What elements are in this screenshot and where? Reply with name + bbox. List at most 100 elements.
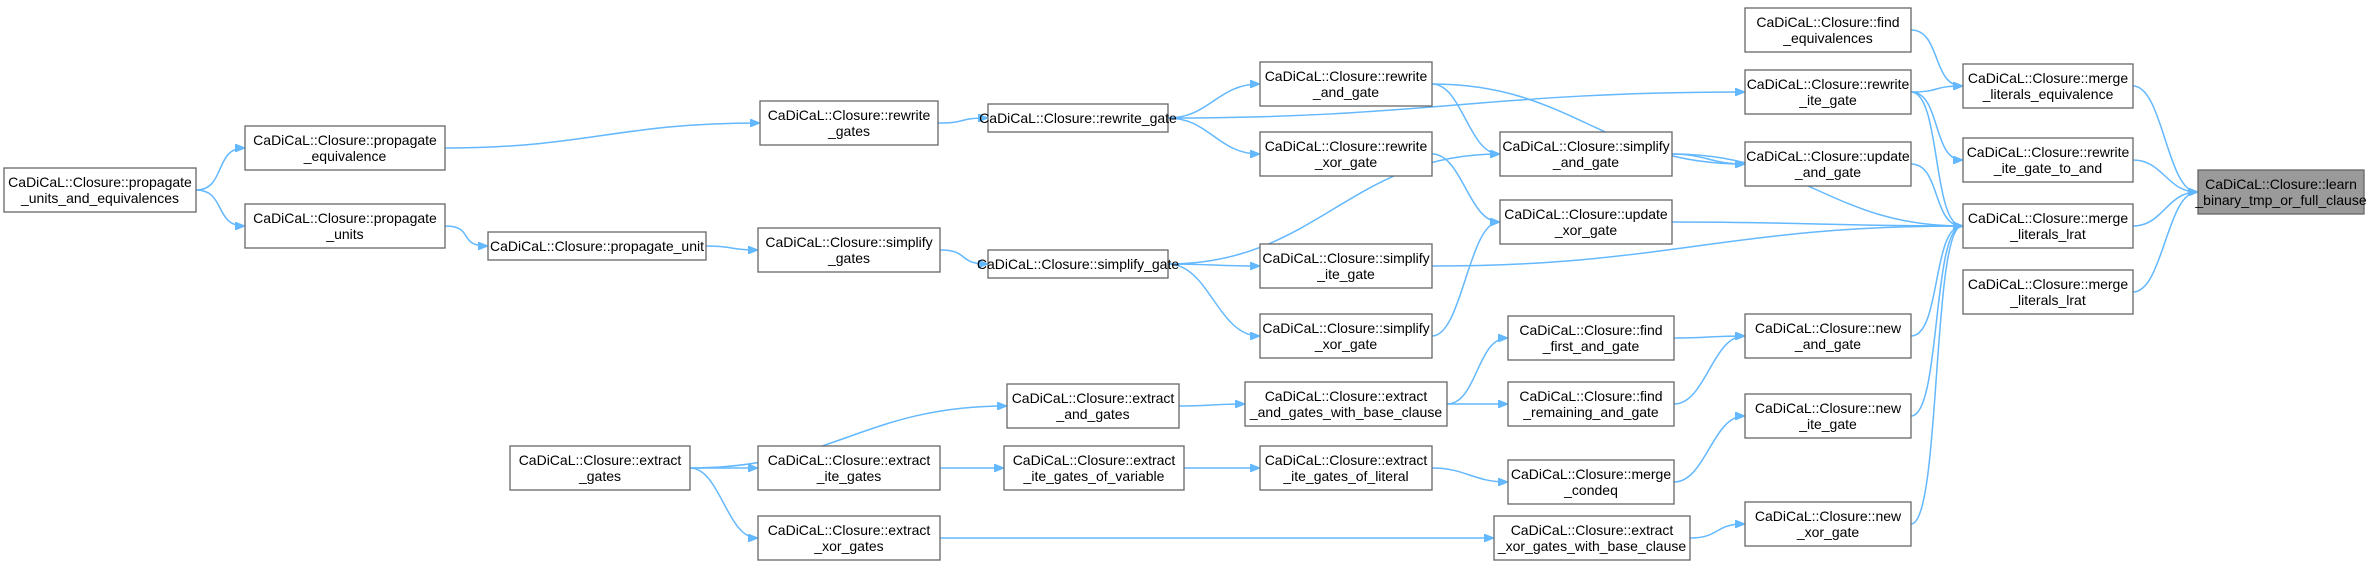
root-function-node[interactable]: CaDiCaL::Closure::learn_binary_tmp_or_fu…	[2194, 169, 2367, 215]
node-label-line: CaDiCaL::Closure::rewrite_gate	[979, 110, 1177, 126]
node-label-line: _gates	[827, 250, 870, 266]
node-box	[2197, 169, 2365, 215]
node-label-line: CaDiCaL::Closure::merge	[1511, 466, 1671, 482]
edge-n26-to-n24	[939, 249, 987, 264]
function-node[interactable]: CaDiCaL::Closure::extract_ite_gates	[757, 445, 941, 491]
edge-n24-to-n9	[1167, 154, 1499, 265]
function-node[interactable]: CaDiCaL::Closure::extract_and_gates_with…	[1244, 381, 1448, 427]
node-label-line: _ite_gates_of_literal	[1282, 468, 1408, 484]
edge-n3-to-n4	[1910, 91, 1962, 160]
function-node[interactable]: CaDiCaL::Closure::simplify_gates	[757, 227, 941, 273]
node-label-line: _ite_gates	[816, 468, 882, 484]
function-node[interactable]: CaDiCaL::Closure::simplify_ite_gate	[1259, 243, 1433, 289]
function-node[interactable]: CaDiCaL::Closure::extract_gates	[509, 445, 691, 491]
function-node[interactable]: CaDiCaL::Closure::simplify_and_gate	[1499, 131, 1673, 177]
edge-n3-to-n5	[1910, 91, 1962, 226]
node-box	[1962, 63, 2134, 109]
edge-n14-to-n5	[1910, 226, 1962, 337]
node-label-line: _literals_lrat	[2009, 226, 2086, 242]
edge-n13-to-n11	[1431, 222, 1499, 337]
function-node[interactable]: CaDiCaL::Closure::find_equivalences	[1744, 7, 1912, 53]
function-node[interactable]: CaDiCaL::Closure::rewrite_ite_gate	[1744, 69, 1912, 115]
node-box	[1499, 199, 1673, 245]
function-node[interactable]: CaDiCaL::Closure::rewrite_xor_gate	[1259, 131, 1433, 177]
edge-n24-to-n12	[1167, 264, 1259, 266]
node-label-line: _and_gate	[1552, 154, 1619, 170]
function-node[interactable]: CaDiCaL::Closure::extract_xor_gates_with…	[1493, 515, 1691, 561]
node-label-line: CaDiCaL::Closure::merge	[1968, 70, 2128, 86]
edge-n12-to-n5	[1431, 226, 1962, 267]
node-label-line: _and_gates_with_base_clause	[1249, 404, 1442, 420]
function-node[interactable]: CaDiCaL::Closure::propagate_equivalence	[244, 125, 446, 171]
node-label-line: CaDiCaL::Closure::update	[1746, 148, 1910, 164]
edge-n29-to-n28	[444, 225, 487, 246]
edge-n16-to-n14	[1673, 336, 1744, 405]
function-node[interactable]: CaDiCaL::Closure::propagate_units_and_eq…	[3, 167, 197, 213]
function-node[interactable]: CaDiCaL::Closure::merge_literals_lrat	[1962, 269, 2134, 315]
node-label-line: _xor_gate	[1796, 524, 1859, 540]
node-label-line: CaDiCaL::Closure::simplify	[765, 234, 932, 250]
node-label-line: CaDiCaL::Closure::simplify	[1262, 320, 1429, 336]
node-label-line: CaDiCaL::Closure::merge	[1968, 210, 2128, 226]
function-node[interactable]: CaDiCaL::Closure::update_and_gate	[1744, 141, 1912, 187]
node-box	[487, 231, 707, 261]
node-box	[1962, 269, 2134, 315]
function-node[interactable]: CaDiCaL::Closure::propagate_unit	[487, 231, 707, 261]
node-box	[1744, 393, 1912, 439]
node-label-line: _ite_gate	[1316, 266, 1375, 282]
node-box	[987, 103, 1169, 133]
function-node[interactable]: CaDiCaL::Closure::propagate_units	[244, 203, 446, 249]
function-node[interactable]: CaDiCaL::Closure::new_ite_gate	[1744, 393, 1912, 439]
function-node[interactable]: CaDiCaL::Closure::rewrite_gates	[759, 100, 939, 146]
node-label-line: _xor_gates	[813, 538, 883, 554]
edge-n3-to-n2	[1910, 86, 1962, 93]
node-label-line: CaDiCaL::Closure::rewrite	[1967, 144, 2130, 160]
node-box	[757, 445, 941, 491]
edge-n34-to-n31	[689, 406, 1006, 469]
node-label-line: CaDiCaL::Closure::new	[1755, 320, 1902, 336]
function-node[interactable]: CaDiCaL::Closure::new_and_gate	[1744, 313, 1912, 359]
node-box	[244, 125, 446, 171]
node-label-line: _gates	[827, 123, 870, 139]
node-label-line: _condeq	[1563, 482, 1618, 498]
node-label-line: CaDiCaL::Closure::extract	[1511, 522, 1674, 538]
function-node[interactable]: CaDiCaL::Closure::extract_xor_gates	[757, 515, 941, 561]
node-box	[759, 100, 939, 146]
edge-n24-to-n13	[1167, 263, 1259, 336]
function-node[interactable]: CaDiCaL::Closure::find_first_and_gate	[1507, 315, 1675, 361]
node-label-line: _and_gates	[1055, 406, 1129, 422]
edge-n7-to-n10	[1431, 83, 1744, 164]
node-label-line: _units	[325, 226, 363, 242]
edge-n21-to-n5	[1910, 226, 1962, 525]
function-node[interactable]: CaDiCaL::Closure::update_xor_gate	[1499, 199, 1673, 245]
nodes-layer: CaDiCaL::Closure::learn_binary_tmp_or_fu…	[3, 7, 2367, 561]
function-node[interactable]: CaDiCaL::Closure::extract_ite_gates_of_v…	[1003, 445, 1185, 491]
edge-n31-to-n17	[1178, 404, 1244, 406]
function-node[interactable]: CaDiCaL::Closure::new_xor_gate	[1744, 501, 1912, 547]
function-node[interactable]: CaDiCaL::Closure::merge_literals_lrat	[1962, 203, 2134, 249]
edge-n8-to-n11	[1431, 153, 1499, 222]
function-node[interactable]: CaDiCaL::Closure::rewrite_and_gate	[1259, 61, 1433, 107]
edge-n28-to-n26	[705, 245, 757, 250]
function-node[interactable]: CaDiCaL::Closure::simplify_xor_gate	[1259, 313, 1433, 359]
function-node[interactable]: CaDiCaL::Closure::rewrite_gate	[979, 103, 1177, 133]
node-label-line: CaDiCaL::Closure::extract	[519, 452, 682, 468]
edge-n5-to-n0	[2132, 192, 2197, 227]
edge-n1-to-n2	[1910, 29, 1962, 86]
function-node[interactable]: CaDiCaL::Closure::extract_ite_gates_of_l…	[1259, 445, 1433, 491]
function-node[interactable]: CaDiCaL::Closure::simplify_gate	[977, 249, 1180, 279]
function-node[interactable]: CaDiCaL::Closure::find_remaining_and_gat…	[1507, 381, 1675, 427]
node-box	[757, 515, 941, 561]
edge-n15-to-n14	[1673, 336, 1744, 338]
function-node[interactable]: CaDiCaL::Closure::merge_condeq	[1507, 459, 1675, 505]
node-box	[509, 445, 691, 491]
node-box	[1962, 203, 2134, 249]
node-label-line: _ite_gate	[1798, 416, 1857, 432]
function-node[interactable]: CaDiCaL::Closure::merge_literals_equival…	[1962, 63, 2134, 109]
node-box	[1744, 7, 1912, 53]
edge-n25-to-n23	[937, 118, 987, 124]
function-node[interactable]: CaDiCaL::Closure::rewrite_ite_gate_to_an…	[1962, 137, 2134, 183]
function-node[interactable]: CaDiCaL::Closure::extract_and_gates	[1006, 383, 1180, 429]
node-label-line: CaDiCaL::Closure::extract	[1013, 452, 1176, 468]
